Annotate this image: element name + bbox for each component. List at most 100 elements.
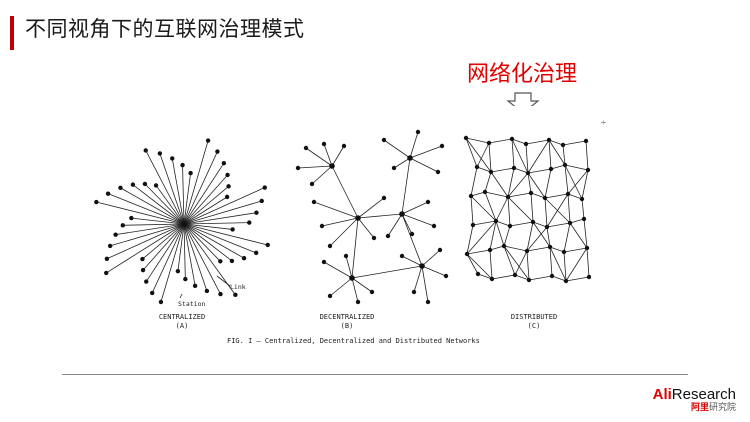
spoke-link (401, 213, 413, 235)
decentral-node (309, 181, 315, 187)
mesh-link (549, 246, 567, 282)
mesh-link (470, 195, 474, 226)
mesh-node (549, 273, 555, 279)
mesh-link (466, 220, 497, 255)
mesh-link (503, 245, 516, 276)
decentral-node (415, 129, 421, 135)
star-link (183, 200, 262, 225)
mesh-link (489, 245, 505, 251)
star-node (94, 199, 99, 205)
star-link (110, 223, 185, 247)
mesh-link (495, 220, 511, 227)
star-node (241, 255, 247, 261)
spoke-link (351, 277, 373, 293)
star-node (253, 250, 259, 256)
spoke-link (329, 277, 353, 297)
star-link (107, 193, 185, 225)
mesh-link (530, 192, 546, 199)
star-node (143, 148, 148, 153)
star-node (153, 183, 159, 188)
mesh-link (488, 138, 513, 144)
star-node (105, 191, 111, 196)
star-link (183, 223, 221, 262)
mesh-link (476, 166, 492, 173)
spoke-link (345, 255, 353, 279)
mesh-link (548, 139, 564, 146)
spoke-link (409, 145, 443, 159)
logo-sub-red: 阿里 (690, 403, 709, 413)
mesh-node (507, 223, 513, 229)
star-hub (181, 221, 187, 227)
star-node (224, 194, 230, 200)
mesh-node (567, 220, 573, 226)
mesh-link (507, 196, 534, 223)
star-node (247, 220, 252, 225)
spoke-link (311, 165, 333, 185)
star-node (104, 270, 109, 276)
star-link (183, 223, 236, 296)
mesh-link (551, 275, 567, 282)
mesh-link (563, 251, 567, 282)
star-node (180, 162, 185, 168)
star-link (132, 184, 185, 225)
spoke-link (323, 143, 333, 167)
mesh-link (530, 192, 534, 223)
mesh-node (586, 274, 592, 280)
mesh-node (509, 136, 515, 142)
decentral-hub (329, 163, 335, 169)
spoke-link (387, 213, 403, 237)
star-link (183, 162, 225, 225)
star-node (140, 256, 145, 262)
star-node (113, 232, 118, 237)
mesh-link (511, 138, 515, 169)
label-decentralized: DECENTRALIZED (B) (302, 313, 392, 331)
mesh-link (548, 139, 552, 170)
star-node (157, 151, 163, 156)
star-link (160, 223, 185, 303)
star-node (118, 185, 123, 191)
star-link (183, 186, 229, 225)
star-node (150, 290, 155, 296)
decentral-node (311, 199, 317, 205)
label-decentralized-line2: (B) (340, 322, 354, 330)
spoke-link (323, 261, 353, 279)
mesh-link (525, 139, 550, 145)
star-link (145, 150, 185, 225)
hub-link (351, 265, 423, 279)
logo-sub-rest: 研究院 (708, 403, 736, 413)
spoke-link (421, 265, 429, 303)
star-node (229, 258, 235, 264)
mesh-link (526, 246, 551, 252)
mesh-link (526, 250, 530, 281)
mesh-link (532, 221, 548, 228)
star-node (107, 243, 113, 249)
decentral-node (355, 299, 361, 305)
mesh-link (495, 220, 505, 247)
mesh-link (509, 221, 534, 227)
decentral-node (381, 195, 387, 201)
spoke-link (329, 217, 359, 247)
star-node (226, 184, 231, 189)
mesh-link (503, 225, 511, 247)
link-pointer (216, 275, 231, 287)
star-node (205, 138, 211, 143)
decentral-node (399, 253, 405, 259)
star-node (170, 156, 175, 161)
decentral-node (321, 141, 327, 147)
mesh-link (544, 168, 552, 199)
logo-main: AliResearch (653, 387, 736, 403)
mesh-link (528, 275, 553, 281)
mesh-node (505, 194, 511, 200)
mesh-node (482, 189, 488, 195)
label-centralized-line2: (A) (175, 322, 189, 330)
star-node (158, 299, 164, 305)
decentral-hub (419, 263, 425, 269)
mesh-node (585, 167, 591, 173)
decentral-hub (355, 215, 361, 221)
mesh-link (466, 224, 474, 255)
mesh-link (484, 191, 509, 198)
spoke-link (401, 201, 429, 215)
mesh-link (548, 139, 566, 166)
mesh-link (465, 137, 492, 173)
mesh-link (526, 221, 534, 252)
